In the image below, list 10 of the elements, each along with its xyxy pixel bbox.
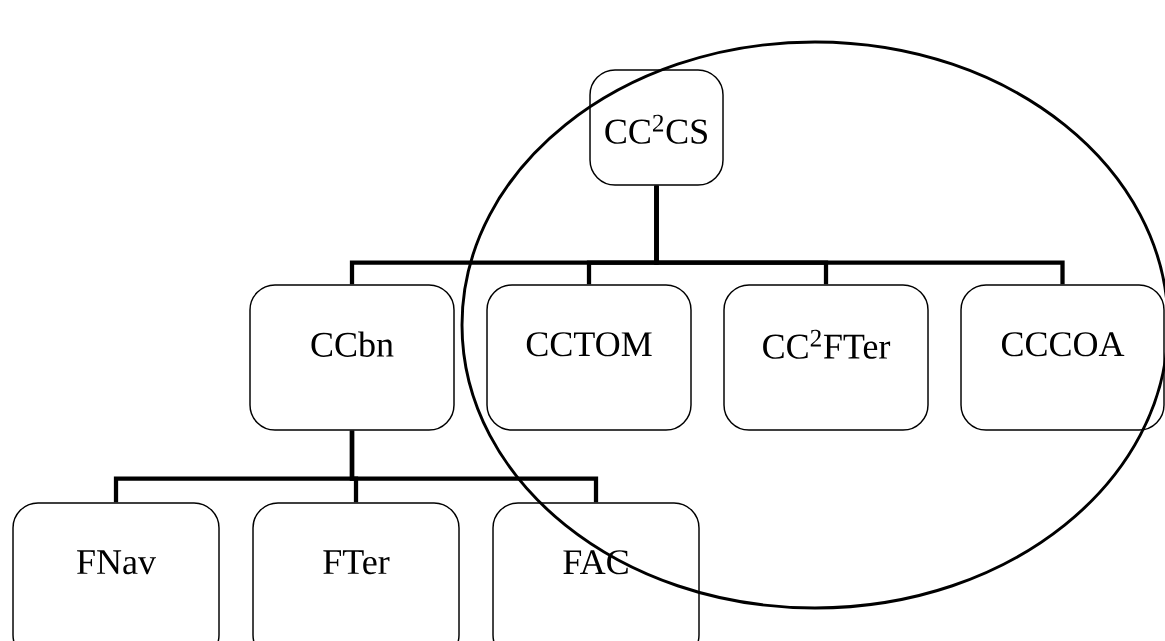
org-box: CCCOA [960, 284, 1165, 431]
connector-line [349, 430, 599, 503]
org-box: CC$^{2}$FTer [723, 284, 929, 431]
org-box: FAC [492, 502, 700, 641]
org-box: CC$^{2}$CS [589, 69, 724, 186]
connector-line [654, 185, 1065, 285]
org-box: CCbn [249, 284, 455, 431]
org-box: FTer [252, 502, 460, 641]
org-box: CCTOM [486, 284, 692, 431]
org-box: FNav [12, 502, 220, 641]
